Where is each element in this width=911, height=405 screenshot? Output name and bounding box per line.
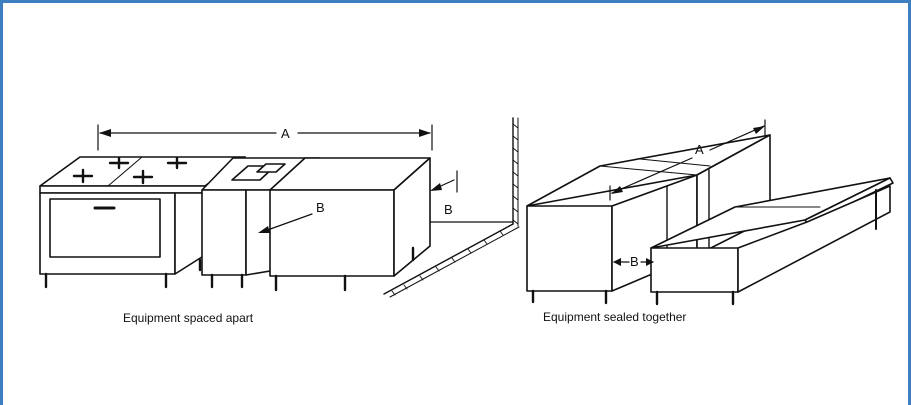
wall-hatched <box>383 117 520 298</box>
dimension-b-right <box>613 258 654 266</box>
caption-sealed-together: Equipment sealed together <box>543 310 686 324</box>
dimension-a-right <box>609 119 766 201</box>
label-b-right: B <box>630 254 639 269</box>
label-b-wall: B <box>444 202 453 217</box>
dimension-a-left <box>97 124 433 151</box>
cabinet-unit <box>269 157 431 292</box>
caption-spaced-apart: Equipment spaced apart <box>123 311 254 325</box>
front-counter-unit <box>650 177 894 306</box>
dimension-b-wall <box>430 170 458 193</box>
dimension-b-inner <box>258 213 313 233</box>
label-a-right: A <box>695 142 704 157</box>
label-a-left: A <box>281 126 290 141</box>
label-b-inner: B <box>316 200 325 215</box>
